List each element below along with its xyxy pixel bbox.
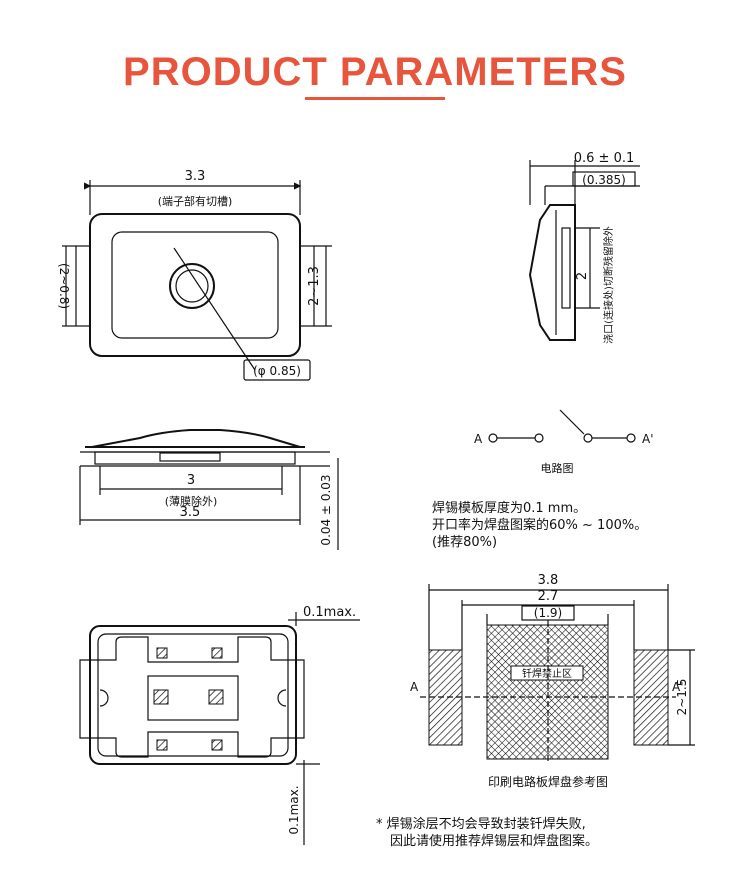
circuit-a2: A' — [642, 432, 654, 446]
stencil-line-1: 焊锡模板厚度为0.1 mm。 — [432, 501, 587, 516]
front-dim-35: 3.5 — [180, 505, 201, 520]
pad-dim-19: (1.9) — [534, 606, 562, 620]
stencil-line-2: 开口率为焊盘图案的60% ~ 100%。 — [432, 518, 648, 533]
circuit-caption: 电路图 — [541, 462, 574, 475]
circuit-a: A — [474, 432, 483, 446]
pad-dim-38: 3.8 — [538, 573, 559, 588]
top-right-dim: 2~1.3 — [307, 266, 322, 306]
title-underline — [305, 97, 445, 100]
side-dim-sub: (0.385) — [582, 173, 626, 187]
page-title: PRODUCT PARAMETERS — [123, 50, 627, 94]
pad-layout: 3.8 2.7 (1.9) 钎焊禁止区 A A' 2~1.5 印刷电路板焊盘参考… — [410, 573, 695, 789]
circuit-diagram: A A' 电路图 — [474, 409, 654, 475]
pad-label-a2: A' — [672, 680, 684, 694]
front-dim-note: (薄膜除外) — [165, 494, 218, 508]
top-width-dim: 3.3 — [185, 169, 206, 184]
side-view: 0.6 ± 0.1 (0.385) 2 浇口(连接处)切断残留除外 — [528, 151, 640, 344]
top-left-dim: (2~0.8) — [57, 263, 71, 309]
pad-dim-side: 2~1.5 — [675, 679, 689, 716]
front-dim-thickness: 0.04 ± 0.03 — [319, 474, 333, 545]
side-dim-top: 0.6 ± 0.1 — [574, 151, 635, 166]
diameter-label: (φ 0.85) — [253, 364, 301, 378]
side-dim-height: 2 — [575, 272, 590, 280]
pad-label-a: A — [410, 680, 419, 694]
warning-line-2: 因此请使用推荐焊锡层和焊盘图案。 — [390, 834, 599, 849]
warning-line-1: * 焊锡涂层不均会导致封装钎焊失败, — [376, 817, 586, 832]
top-width-note: (端子部有切槽) — [158, 194, 233, 208]
top-view: 3.3 (端子部有切槽) (2~0.8) 2~1.3 (φ 0.85) — [57, 169, 332, 381]
bottom-dim-bottom: 0.1max. — [287, 785, 301, 834]
front-dim-3: 3 — [187, 473, 195, 488]
bottom-dim-top: 0.1max. — [303, 605, 356, 620]
front-view: 3 (薄膜除外) 3.5 0.04 ± 0.03 — [79, 429, 339, 550]
warning-note: * 焊锡涂层不均会导致封装钎焊失败, 因此请使用推荐焊锡层和焊盘图案。 — [376, 816, 598, 850]
side-vertical-note: 浇口(连接处)切断残留除外 — [602, 226, 615, 344]
stencil-line-3: (推荐80%) — [432, 535, 498, 550]
pad-inner-label: 钎焊禁止区 — [522, 668, 572, 680]
pad-caption: 印刷电路板焊盘参考图 — [488, 774, 608, 789]
stencil-note: 焊锡模板厚度为0.1 mm。 开口率为焊盘图案的60% ~ 100%。 (推荐8… — [432, 500, 647, 551]
pad-dim-27: 2.7 — [538, 589, 559, 604]
bottom-view: 0.1max. 0.1max. — [79, 605, 360, 845]
